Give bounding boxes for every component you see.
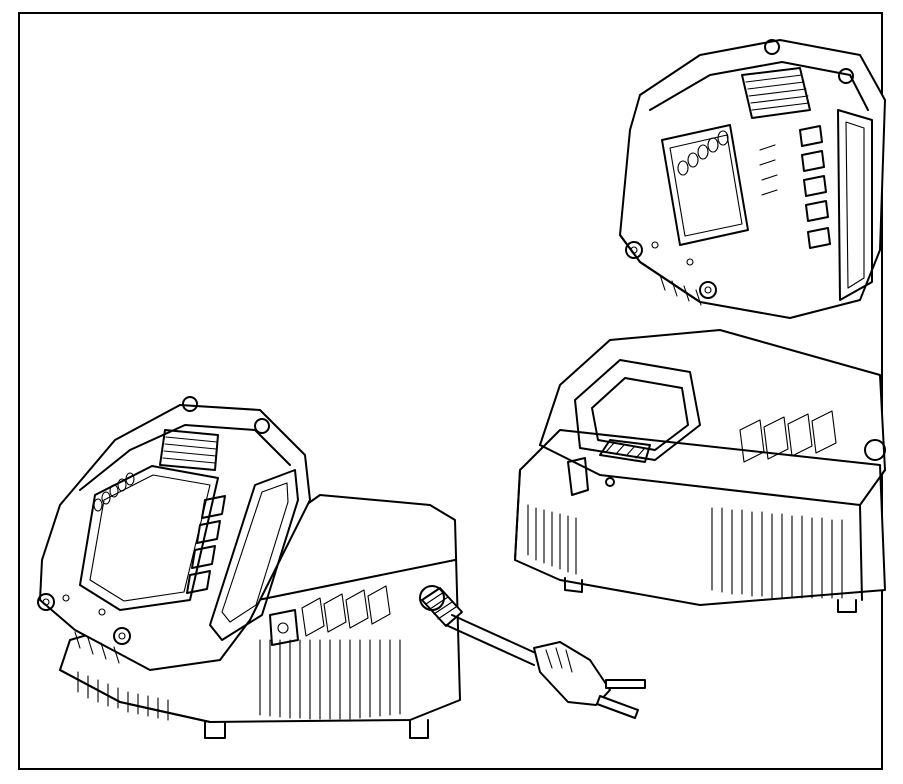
grip-ridges-icon [159, 429, 219, 471]
charger-empty [514, 329, 886, 613]
power-cord [419, 585, 646, 719]
plug-icon [533, 641, 611, 706]
charger-with-battery [37, 396, 461, 739]
battery-pack-lifted [619, 39, 886, 319]
grip-ridges-icon [741, 67, 811, 119]
battery-slot-icon [591, 377, 689, 451]
